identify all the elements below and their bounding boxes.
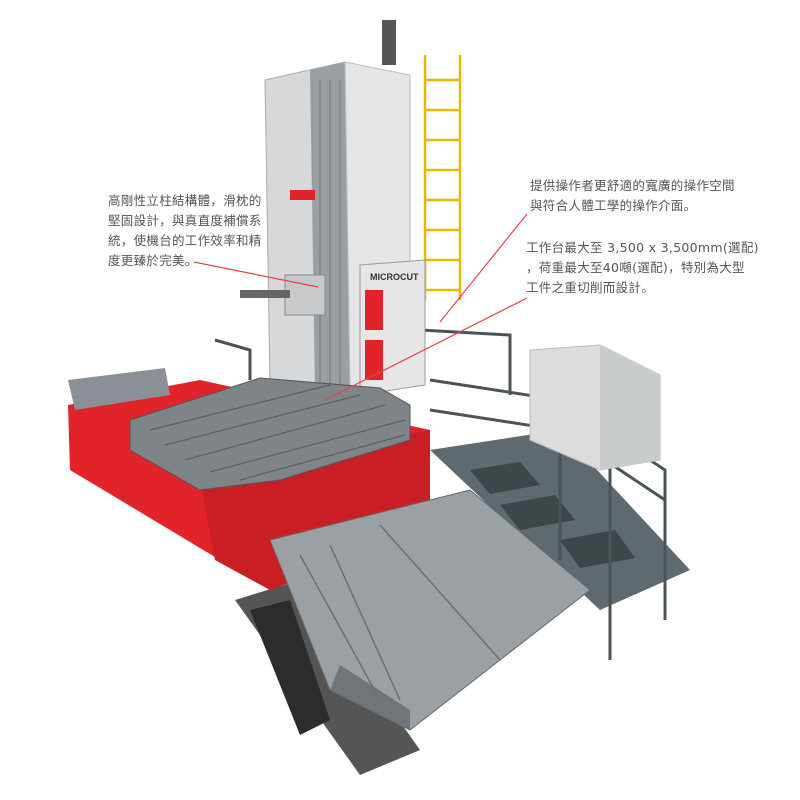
brand-logo: MICROCUT bbox=[370, 272, 419, 282]
callout-worktable-capacity: 工作台最大至 3,500 x 3,500mm(選配) ，荷重最大至40噸(選配)… bbox=[526, 240, 759, 295]
callout-lines bbox=[193, 213, 528, 401]
platform-grating bbox=[470, 462, 635, 568]
chip-tray bbox=[68, 368, 170, 410]
ladder bbox=[423, 55, 462, 300]
t-slots bbox=[149, 384, 406, 481]
callout-operator-space: 提供操作者更舒適的寬廣的操作空間 與符合人體工學的操作介面。 bbox=[530, 178, 735, 213]
spindle-motor bbox=[382, 20, 396, 65]
callout-column-structure: 高剛性立柱結構體，滑枕的 堅固設計，與真直度補償系 統，使機台的工作效率和精 度… bbox=[108, 193, 262, 268]
cable-chain bbox=[250, 600, 330, 735]
rotary-table bbox=[129, 377, 411, 491]
ram bbox=[240, 290, 290, 298]
